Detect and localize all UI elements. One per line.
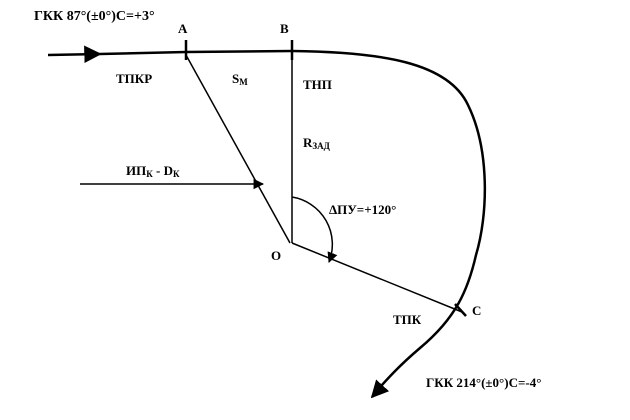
turn-angle-arc (291, 196, 338, 263)
line-o-to-c (291, 242, 463, 313)
point-o-label: О (271, 248, 282, 263)
heading-out-label: ГКК 214°(±0°)С=-4° (426, 375, 542, 390)
d-main: D (163, 163, 173, 178)
tpkr-label: ТПКР (116, 71, 153, 86)
flight-path-curve (185, 49, 487, 395)
ip-sub: К (146, 169, 153, 179)
turn-angle-label: ΔПУ=+120° (329, 202, 397, 217)
initial-track-segment (99, 50, 187, 56)
r-zad-label: RЗАД (303, 136, 330, 151)
ip-d-label: ИПК - DК (126, 164, 180, 179)
incoming-track-line (47, 45, 102, 64)
point-a-label: А (178, 21, 188, 36)
r-zad-main: R (303, 135, 313, 150)
s-m-sub: М (239, 77, 248, 87)
point-b-label: В (280, 21, 289, 36)
ip-d-separator: - (152, 163, 164, 178)
point-c-label: С (472, 303, 482, 318)
ip-main: ИП (126, 163, 147, 178)
d-sub: К (173, 169, 180, 179)
line-a-to-o (185, 54, 291, 244)
r-zad-sub: ЗАД (312, 141, 330, 151)
heading-in-label: ГКК 87°(±0°)С=+3° (34, 9, 155, 24)
s-m-label: SМ (232, 72, 248, 87)
tnp-label: ТНП (303, 77, 332, 92)
s-m-main: S (232, 71, 240, 86)
tick-mark-c (454, 303, 467, 317)
tpk-label: ТПК (393, 312, 422, 327)
outgoing-arrow-tip (370, 379, 390, 399)
